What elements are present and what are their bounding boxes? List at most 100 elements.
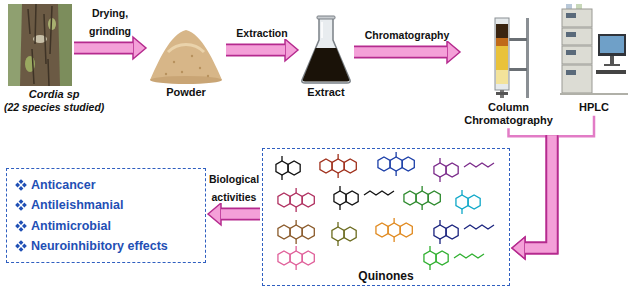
- hplc-image: HPLC: [560, 4, 628, 114]
- bullet-icon: [19, 220, 24, 225]
- caption-group: Extract: [307, 86, 344, 99]
- list-row: Neuroinhibitory effects: [15, 238, 197, 254]
- quinones-box: Quinones: [262, 148, 510, 286]
- quinone-structures: [278, 188, 314, 212]
- column-art: [496, 46, 508, 70]
- powder-art: [181, 71, 183, 73]
- caption-group: Quinones: [263, 269, 509, 283]
- flow-arrow: [354, 41, 460, 63]
- quinone-structures: [376, 218, 412, 242]
- arrow-head: [208, 203, 221, 225]
- bullet-icon: [19, 200, 24, 205]
- arrow-outline: [525, 135, 552, 248]
- bullet-icon: [15, 199, 27, 211]
- bullet-icon: [19, 247, 24, 252]
- image-caption: Extract: [307, 86, 344, 99]
- column-art: [495, 18, 529, 98]
- quinone-structures: [276, 152, 494, 270]
- flask-art: [302, 18, 350, 83]
- bullet-icon: [15, 223, 20, 228]
- powder-art: [150, 30, 222, 80]
- flask-art: [303, 48, 350, 82]
- column-art: [495, 18, 509, 90]
- caption-group: Powder: [166, 86, 206, 99]
- hplc-art: [600, 36, 624, 53]
- quinone-structures: [278, 246, 314, 270]
- powder-art: [199, 67, 201, 69]
- tree-photo-art: [20, 4, 60, 86]
- column-image: Column Chromatography: [462, 18, 555, 126]
- arrow-label-box: Drying, grinding: [74, 3, 146, 39]
- tree-photo-art: [28, 4, 52, 86]
- flask-art: [317, 16, 335, 19]
- list-row: Antileishmanial: [15, 197, 197, 213]
- arrow-shaft: [354, 47, 447, 57]
- quinone-structures: [434, 158, 458, 182]
- arrow-label: Chromatography: [365, 29, 450, 41]
- powder-art: [150, 30, 222, 84]
- quinone-structures: [404, 186, 440, 210]
- bullet-icon: [19, 206, 24, 211]
- quinone-structures: [320, 154, 356, 178]
- hplc-art: [562, 28, 592, 45]
- quinone-structures: [464, 225, 494, 229]
- bullet-icon: [22, 243, 27, 248]
- bullet-icon: [19, 179, 24, 184]
- powder-art: [165, 73, 167, 75]
- bullet-icon: [15, 183, 20, 188]
- powder-art: [207, 75, 209, 77]
- activity-item: Anticancer: [31, 177, 96, 193]
- column-art: [526, 18, 529, 98]
- tree-photo: Cordia sp(22 species studied): [8, 4, 72, 86]
- arrow-label: Extraction: [236, 27, 287, 39]
- arrow-label-box: Extraction: [222, 23, 302, 41]
- arrow-head: [447, 41, 460, 63]
- extract-flask: Extract: [300, 16, 352, 84]
- bullet-icon: [19, 240, 24, 245]
- hplc-art: [566, 32, 576, 37]
- flask-art: [321, 22, 323, 38]
- column-art: [496, 92, 508, 95]
- activity-item: Antimicrobial: [31, 218, 111, 234]
- arrow-shaft: [74, 43, 133, 53]
- quinone-structures: [454, 254, 484, 258]
- arrow-head: [285, 39, 298, 61]
- hplc-art: [562, 65, 592, 93]
- bullet-icon: [22, 203, 27, 208]
- column-art: [496, 38, 508, 46]
- tree-photo-art: [8, 4, 72, 86]
- hplc-art: [566, 50, 576, 55]
- bullet-icon: [19, 186, 24, 191]
- quinone-structures: [378, 152, 414, 176]
- image-caption: Cordia sp: [4, 88, 104, 101]
- hplc-art: [604, 64, 620, 66]
- column-art: [496, 24, 508, 38]
- bracket-line: [552, 116, 594, 137]
- powder-art: [168, 45, 204, 53]
- bullet-icon: [22, 223, 27, 228]
- hplc-art: [562, 46, 592, 64]
- hplc-art: [596, 70, 626, 74]
- tree-photo-art: [58, 4, 72, 86]
- arrow-outline: [226, 44, 285, 57]
- column-art: [509, 68, 527, 71]
- bullet-icon: [15, 220, 27, 232]
- powder-image: Powder: [148, 22, 224, 84]
- bullet-icon: [22, 183, 27, 188]
- arrow-shaft: [221, 209, 260, 219]
- flow-arrow: [208, 203, 260, 225]
- arrow-shaft: [525, 135, 552, 248]
- column-art: [496, 70, 508, 84]
- hplc-art: [566, 13, 576, 18]
- quinone-structures: [464, 163, 494, 167]
- hplc-art: [560, 93, 628, 95]
- flow-arrow: [226, 39, 298, 61]
- image-caption: Column Chromatography: [462, 98, 555, 126]
- powder-art: [173, 61, 175, 63]
- arrow-shaft: [525, 135, 552, 248]
- bullet-icon: [15, 179, 27, 191]
- image-caption: Powder: [166, 86, 206, 99]
- box-caption: Quinones: [263, 269, 509, 283]
- hplc-art: [566, 70, 576, 75]
